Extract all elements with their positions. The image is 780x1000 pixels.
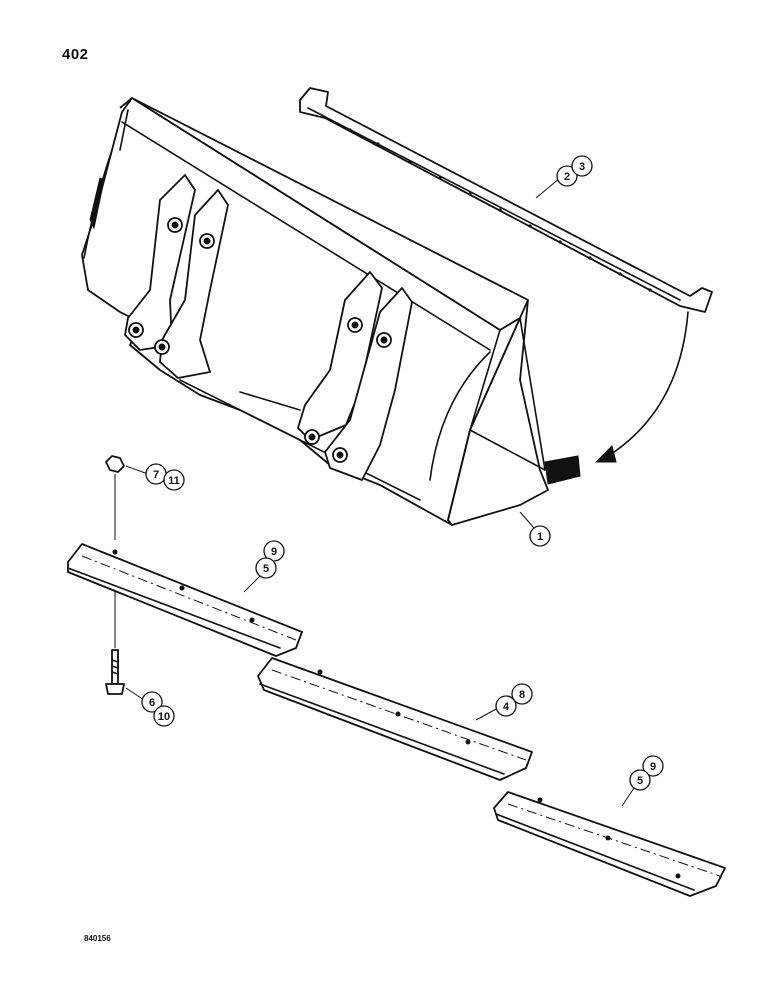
bolt (105, 590, 125, 695)
cutting-edge-center (257, 657, 533, 781)
loader-bucket (81, 97, 581, 526)
page-number: 402 (62, 46, 89, 63)
cutting-edge-left (67, 543, 303, 657)
callout-text-7: 7 (153, 469, 159, 481)
nut (105, 455, 125, 540)
callout-bucket: 1 (519, 511, 551, 547)
callout-center-edge: 4 8 (475, 683, 533, 721)
callout-text-1: 1 (537, 531, 543, 543)
callout-text-5a: 5 (263, 563, 269, 575)
figure-code: 840156 (84, 934, 111, 943)
callout-left-edge: 9 5 (243, 540, 285, 593)
callout-text-11: 11 (168, 475, 180, 487)
callout-text-3: 3 (579, 161, 585, 173)
callout-right-edge: 9 5 (621, 755, 664, 807)
callout-text-2: 2 (564, 171, 570, 183)
callout-text-4: 4 (503, 701, 510, 713)
callout-bolt: 6 10 (125, 687, 175, 727)
callout-text-10: 10 (158, 711, 170, 723)
callout-text-9a: 9 (271, 546, 277, 558)
callout-text-8: 8 (519, 689, 525, 701)
cutting-edge-right (493, 791, 726, 897)
callout-nut: 7 11 (125, 463, 185, 491)
wear-strip (299, 87, 713, 463)
callout-wear-strip: 2 3 (535, 155, 593, 199)
callout-text-6: 6 (149, 697, 155, 709)
callout-text-9b: 9 (650, 761, 656, 773)
callout-text-5b: 5 (637, 775, 643, 787)
